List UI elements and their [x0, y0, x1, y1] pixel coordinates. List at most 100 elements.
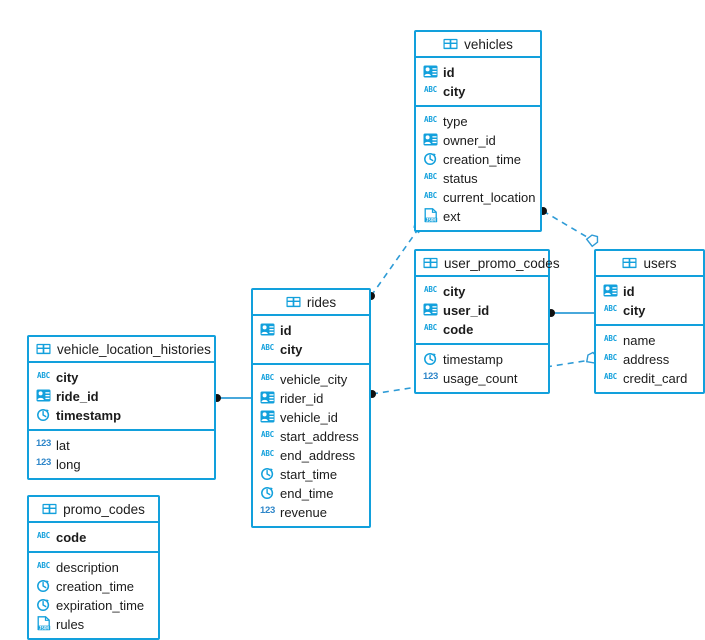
- field-name-label: id: [280, 322, 292, 338]
- field-name-label: owner_id: [443, 132, 496, 148]
- clock-icon: [36, 578, 51, 593]
- field-row[interactable]: vehicle_id: [253, 407, 369, 426]
- field-name-label: city: [280, 341, 303, 357]
- field-name-label: name: [623, 332, 656, 348]
- relationship-user-promo-codes-to-users[interactable]: [547, 309, 594, 317]
- entity-name-label: rides: [306, 294, 337, 310]
- field-row[interactable]: owner_id: [416, 130, 540, 149]
- entity-header-vehicles[interactable]: vehicles: [416, 32, 540, 58]
- relationship-vehicles-to-users[interactable]: [539, 207, 600, 248]
- field-row[interactable]: timestamp: [416, 349, 548, 368]
- relationship-vehicle-location-histories-to-rides[interactable]: [213, 394, 251, 402]
- field-row[interactable]: id: [253, 320, 369, 339]
- field-row[interactable]: end_time: [253, 483, 369, 502]
- field-row[interactable]: rider_id: [253, 388, 369, 407]
- id-card-icon: [603, 283, 618, 298]
- id-card-icon: [36, 388, 51, 403]
- 123-number-icon: 123: [423, 370, 438, 382]
- field-name-label: user_id: [443, 302, 490, 318]
- field-name-label: city: [443, 283, 466, 299]
- entity-header-user_promo_codes[interactable]: user_promo_codes: [416, 251, 560, 277]
- field-name-label: code: [56, 529, 87, 545]
- entity-header-vehicle_location_histories[interactable]: vehicle_location_histories: [29, 337, 214, 363]
- field-row[interactable]: creation_time: [416, 149, 540, 168]
- field-name-label: address: [623, 351, 670, 367]
- table-grid-icon: [443, 37, 458, 52]
- abc-text-icon: ABC: [424, 284, 437, 294]
- field-row[interactable]: user_id: [416, 300, 548, 319]
- field-name-label: end_address: [280, 447, 356, 463]
- field-name-label: vehicle_city: [280, 371, 348, 387]
- field-name-label: creation_time: [56, 578, 135, 594]
- field-name-label: id: [623, 283, 635, 299]
- entity-header-promo_codes[interactable]: promo_codes: [29, 497, 158, 523]
- entity-name-label: promo_codes: [63, 501, 145, 517]
- abc-text-icon: ABC: [261, 448, 274, 458]
- entity-name-label: users: [643, 255, 677, 271]
- field-name-label: current_location: [443, 189, 536, 205]
- entity-header-users[interactable]: users: [596, 251, 703, 277]
- table-grid-icon: [286, 295, 301, 310]
- table-grid-icon: [42, 502, 57, 517]
- abc-text-icon: ABC: [261, 429, 274, 439]
- svg-text:JSON: JSON: [425, 217, 435, 222]
- clock-icon: [260, 485, 275, 500]
- field-row[interactable]: start_time: [253, 464, 369, 483]
- field-row[interactable]: creation_time: [29, 576, 158, 595]
- field-row[interactable]: ABC end_address: [253, 445, 369, 464]
- field-row[interactable]: ABC city: [416, 281, 548, 300]
- json-document-icon: JSON: [36, 616, 51, 631]
- id-card-icon: [260, 409, 275, 424]
- field-row[interactable]: timestamp: [29, 405, 214, 424]
- entity-header-rides[interactable]: rides: [253, 290, 369, 316]
- 123-number-icon: 123: [260, 504, 275, 516]
- field-name-label: lat: [56, 437, 70, 453]
- entity-name-label: user_promo_codes: [444, 255, 560, 271]
- field-name-label: id: [443, 64, 455, 80]
- field-row[interactable]: expiration_time: [29, 595, 158, 614]
- field-name-label: city: [623, 302, 646, 318]
- json-document-icon: JSON: [423, 208, 438, 223]
- field-name-label: description: [56, 559, 119, 575]
- field-name-label: status: [443, 170, 478, 186]
- field-row[interactable]: id: [596, 281, 703, 300]
- field-name-label: credit_card: [623, 370, 688, 386]
- field-name-label: city: [56, 369, 79, 385]
- field-row[interactable]: ride_id: [29, 386, 214, 405]
- field-row[interactable]: id: [416, 62, 540, 81]
- connector-endpoint-marker: [585, 234, 599, 248]
